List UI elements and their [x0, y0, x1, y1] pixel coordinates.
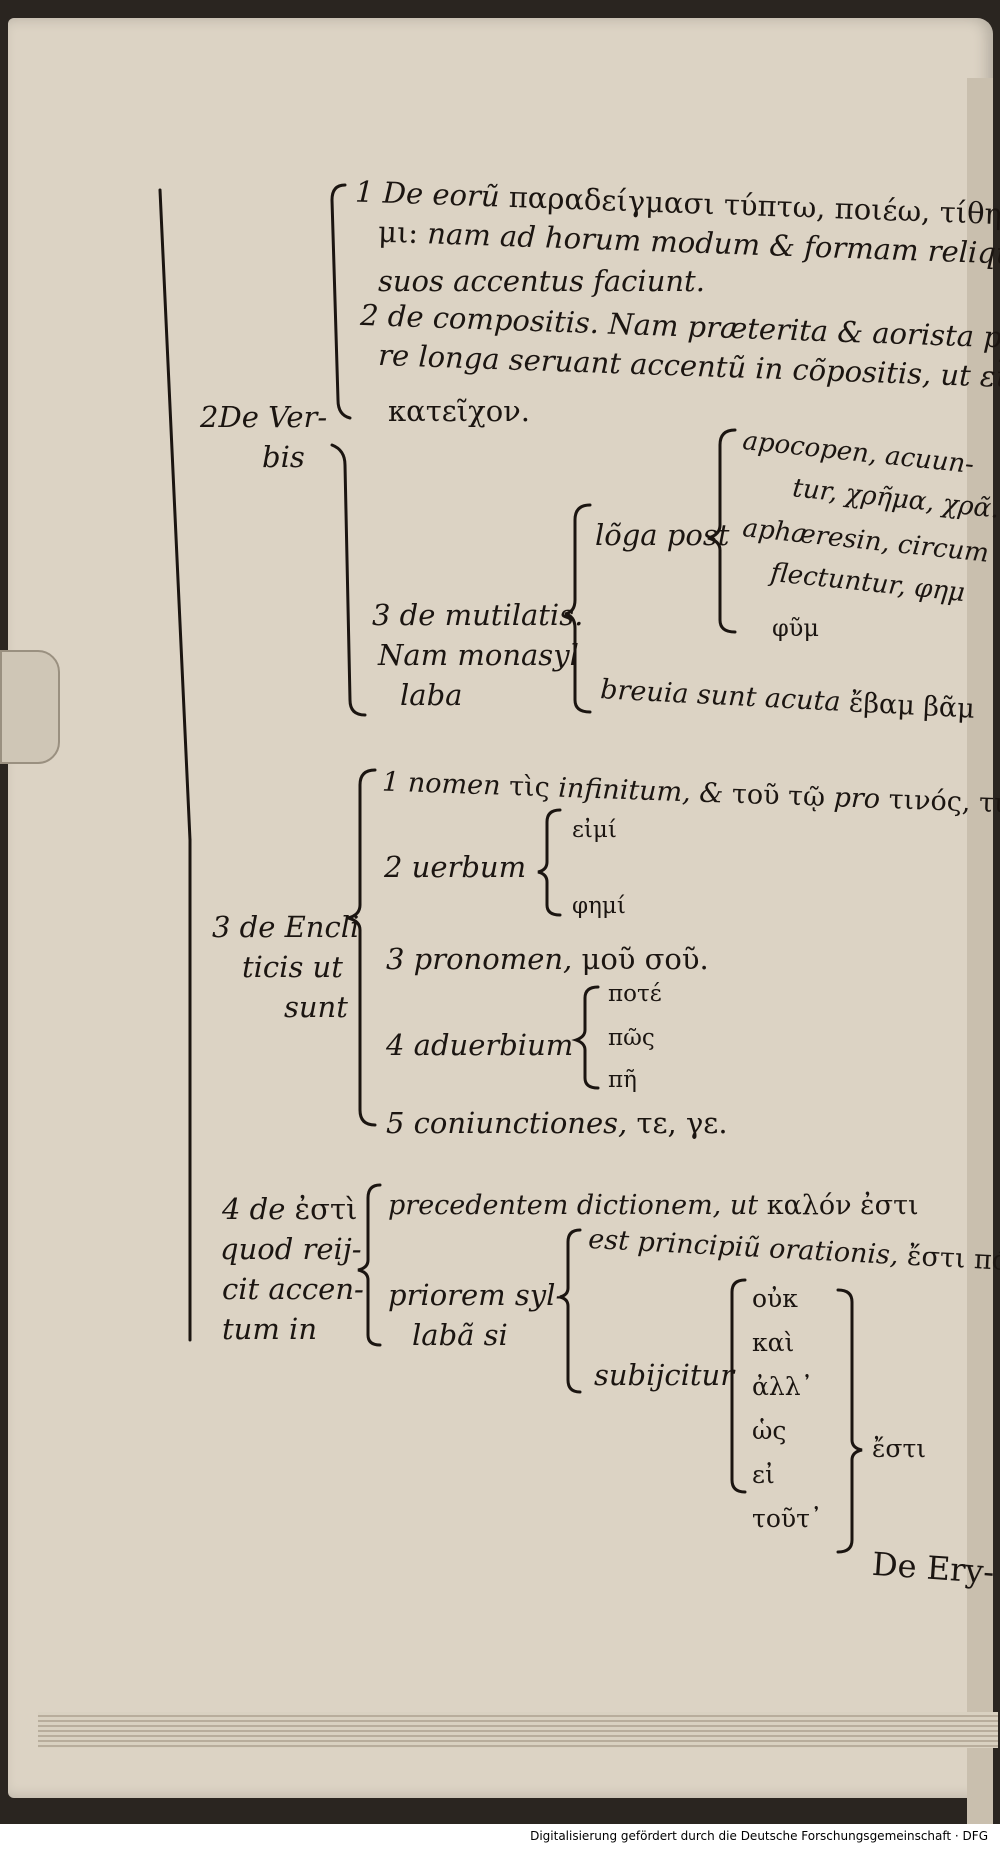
brace-priorem: [559, 1228, 582, 1394]
verbs-item3-line2: Nam monasyl: [378, 638, 579, 672]
longa-post-label: lõga post: [595, 518, 730, 552]
section-enclitics-label-a: 3 de Encli: [212, 910, 360, 944]
footer-bar: Digitalisierung gefördert durch die Deut…: [0, 1824, 1000, 1850]
enclitics-item2-greek-a: εἰμί: [572, 817, 617, 843]
subijcitur-item-5: εἰ: [752, 1460, 775, 1489]
brace-subijcitur-left: [730, 1278, 747, 1494]
catchword: De Ery-: [870, 1544, 996, 1592]
verbs-item3-line3: laba: [400, 678, 463, 712]
brace-loga: [707, 428, 737, 634]
esti-priorem-b: labã si: [412, 1318, 508, 1352]
esti-priorem-a: priorem syl-: [388, 1278, 566, 1312]
subijcitur-result: ἔστι: [872, 1434, 927, 1463]
section-esti-label-c: cit accen-: [222, 1272, 364, 1306]
brace-mutilatis: [564, 503, 592, 714]
subijcitur-item-2: καὶ: [752, 1328, 795, 1357]
bookmark-tab: [0, 650, 60, 764]
enclitics-item4: 4 aduerbium: [386, 1028, 574, 1062]
subijcitur-item-6: τοῦτ᾽: [752, 1504, 823, 1533]
section-enclitics-label-c: sunt: [284, 990, 348, 1024]
enclitics-item4-greek-c: πῆ: [608, 1067, 637, 1093]
brace-verbs-upper: [330, 183, 352, 420]
page-edge-bottom: [38, 1712, 998, 1748]
book-page: [8, 18, 998, 1838]
enclitics-item4-greek-b: πῶς: [608, 1025, 655, 1051]
main-vertical-line-upper: [158, 188, 192, 842]
subijcitur-item-1: οὐκ: [752, 1284, 798, 1313]
enclitics-item2-greek-b: φημί: [572, 893, 626, 919]
esti-subijcitur: subijcitur: [594, 1358, 735, 1392]
page-edge-right: [967, 78, 993, 1838]
enclitics-item2: 2 uerbum: [384, 850, 527, 884]
section-esti-label-d: tum in: [222, 1312, 318, 1346]
verbs-item3-line1: 3 de mutilatis.: [372, 598, 584, 632]
brace-aduerbium: [571, 985, 600, 1090]
brace-esti: [357, 1183, 382, 1347]
section-verbs-label-a: 2De Ver-: [200, 400, 328, 434]
aphaeresin-line3: φῦμ: [772, 614, 819, 642]
enclitics-item5: 5 coniunctiones, τε, γε.: [386, 1106, 728, 1140]
footer-credit: Digitalisierung gefördert durch die Deut…: [530, 1829, 988, 1843]
verbs-item1-line3: suos accentus faciunt.: [378, 264, 705, 298]
brace-subijcitur-right: [836, 1288, 863, 1554]
section-verbs-label-b: bis: [262, 440, 305, 474]
subijcitur-item-4: ὡς: [752, 1416, 787, 1445]
enclitics-item3: 3 pronomen, μοῦ σοῦ.: [386, 942, 709, 976]
enclitics-item4-greek-a: ποτέ: [608, 981, 662, 1007]
esti-precedentem: precedentem dictionem, ut καλόν ἐστι: [388, 1190, 919, 1221]
verbs-item2-line3: κατεῖχον.: [388, 394, 531, 428]
brace-enclitics: [347, 768, 377, 1127]
subijcitur-item-3: ἀλλ᾽: [752, 1372, 814, 1401]
brace-uerbum: [537, 808, 562, 917]
section-esti-label-a: 4 de ἐστὶ: [222, 1192, 358, 1226]
section-esti-label-b: quod reij-: [220, 1232, 362, 1266]
section-enclitics-label-b: ticis ut: [242, 950, 343, 984]
brace-verbs-lower: [330, 443, 367, 717]
